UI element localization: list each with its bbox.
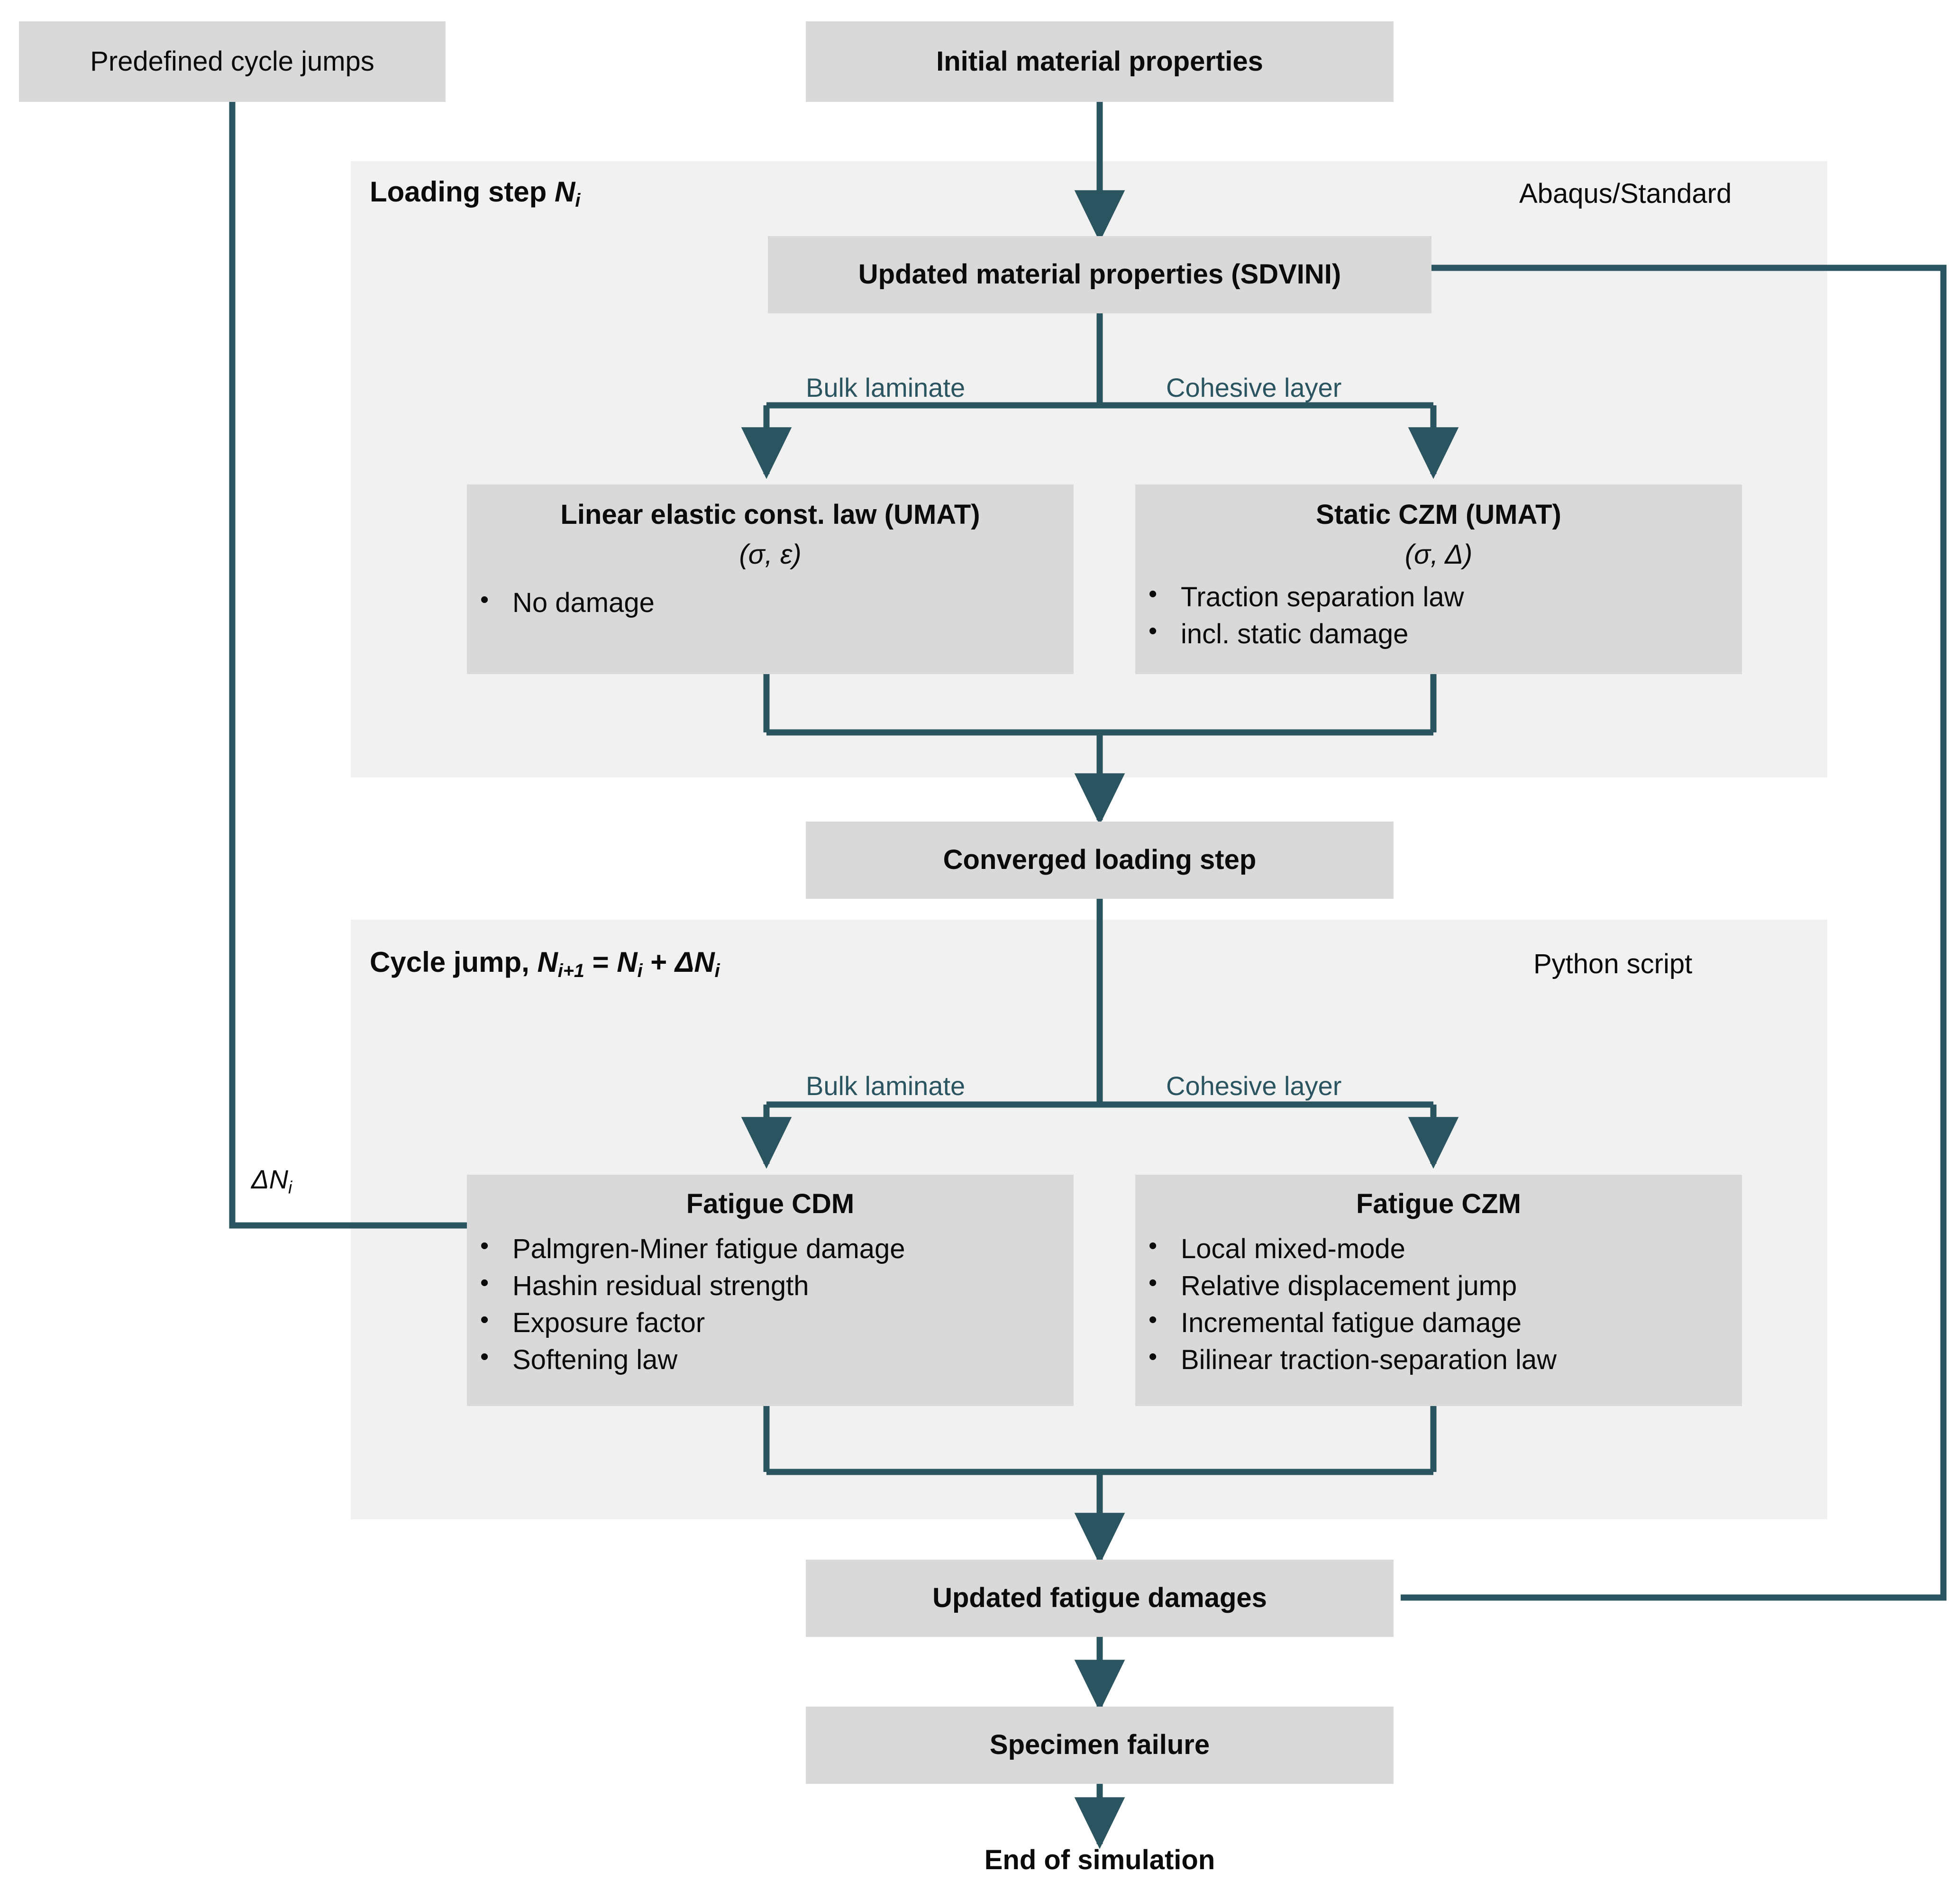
loading-step-title-var: N <box>555 176 575 208</box>
node-linear-elastic-subtitle: (σ, ε) <box>739 539 802 570</box>
delta-n-sub: i <box>288 1178 292 1197</box>
node-linear-elastic-title: Linear elastic const. law (UMAT) <box>560 499 980 530</box>
cycle-jump-var1: N <box>537 946 558 978</box>
list-item: Hashin residual strength <box>467 1267 1074 1305</box>
node-initial-material-properties-label: Initial material properties <box>936 46 1263 77</box>
node-fatigue-cdm-bullets: Palmgren-Miner fatigue damage Hashin res… <box>467 1230 1074 1379</box>
list-item: Bilinear traction-separation law <box>1135 1341 1742 1379</box>
node-predefined-cycle-jumps[interactable]: Predefined cycle jumps <box>19 21 446 102</box>
cycle-jump-var3: ΔN <box>675 946 715 978</box>
cycle-jump-sub3: i <box>714 960 720 982</box>
list-item: Traction separation law <box>1135 578 1742 616</box>
node-updated-material-properties[interactable]: Updated material properties (SDVINI) <box>768 236 1431 313</box>
list-item: Exposure factor <box>467 1304 1074 1342</box>
node-predefined-cycle-jumps-label: Predefined cycle jumps <box>90 46 374 77</box>
delta-n-text: ΔN <box>251 1164 289 1194</box>
cycle-jump-var2: N <box>617 946 638 978</box>
panel-side-label-abaqus: Abaqus/Standard <box>1519 178 1732 209</box>
node-specimen-failure-label: Specimen failure <box>989 1729 1210 1761</box>
node-linear-elastic-bullets: No damage <box>467 584 1074 621</box>
branch-label-bulk-laminate-bottom: Bulk laminate <box>806 1071 966 1101</box>
node-converged-loading-step[interactable]: Converged loading step <box>806 822 1394 899</box>
edge-label-delta-n: ΔNi <box>251 1164 292 1197</box>
list-item: Incremental fatigue damage <box>1135 1304 1742 1342</box>
panel-title-loading-step: Loading step Ni <box>370 175 580 211</box>
cycle-jump-title-text: Cycle jump, <box>370 946 538 978</box>
node-updated-material-properties-label: Updated material properties (SDVINI) <box>858 259 1341 290</box>
list-item: Local mixed-mode <box>1135 1230 1742 1268</box>
loading-step-title-sub: i <box>575 190 581 211</box>
node-initial-material-properties[interactable]: Initial material properties <box>806 21 1394 102</box>
cycle-jump-eq: = <box>584 946 617 978</box>
node-static-czm[interactable]: Static CZM (UMAT) (σ, Δ) Traction separa… <box>1135 484 1742 674</box>
node-linear-elastic-const-law[interactable]: Linear elastic const. law (UMAT) (σ, ε) … <box>467 484 1074 674</box>
node-fatigue-czm-bullets: Local mixed-mode Relative displacement j… <box>1135 1230 1742 1379</box>
cycle-jump-plus: + <box>642 946 675 978</box>
list-item: No damage <box>467 584 1074 621</box>
branch-label-cohesive-layer-top: Cohesive layer <box>1166 373 1342 402</box>
node-converged-loading-step-label: Converged loading step <box>943 844 1257 876</box>
cycle-jump-sub1: i+1 <box>557 960 584 982</box>
node-updated-fatigue-damages-label: Updated fatigue damages <box>932 1582 1267 1614</box>
node-fatigue-czm[interactable]: Fatigue CZM Local mixed-mode Relative di… <box>1135 1175 1742 1406</box>
list-item: Relative displacement jump <box>1135 1267 1742 1305</box>
node-static-czm-bullets: Traction separation law incl. static dam… <box>1135 578 1742 653</box>
panel-title-cycle-jump: Cycle jump, Ni+1 = Ni + ΔNi <box>370 946 720 982</box>
list-item: Palmgren-Miner fatigue damage <box>467 1230 1074 1268</box>
branch-label-cohesive-layer-bottom: Cohesive layer <box>1166 1071 1342 1101</box>
node-static-czm-subtitle: (σ, Δ) <box>1404 539 1473 570</box>
node-specimen-failure[interactable]: Specimen failure <box>806 1707 1394 1784</box>
node-updated-fatigue-damages[interactable]: Updated fatigue damages <box>806 1560 1394 1637</box>
node-fatigue-cdm[interactable]: Fatigue CDM Palmgren-Miner fatigue damag… <box>467 1175 1074 1406</box>
branch-label-bulk-laminate-top: Bulk laminate <box>806 373 966 402</box>
list-item: incl. static damage <box>1135 615 1742 653</box>
node-static-czm-title: Static CZM (UMAT) <box>1316 499 1561 530</box>
node-fatigue-cdm-title: Fatigue CDM <box>686 1188 855 1219</box>
node-end-of-simulation: End of simulation <box>984 1845 1215 1875</box>
loading-step-title-text: Loading step <box>370 176 555 208</box>
cycle-jump-sub2: i <box>637 960 643 982</box>
list-item: Softening law <box>467 1341 1074 1379</box>
node-fatigue-czm-title: Fatigue CZM <box>1356 1188 1521 1219</box>
panel-side-label-python: Python script <box>1533 949 1693 979</box>
